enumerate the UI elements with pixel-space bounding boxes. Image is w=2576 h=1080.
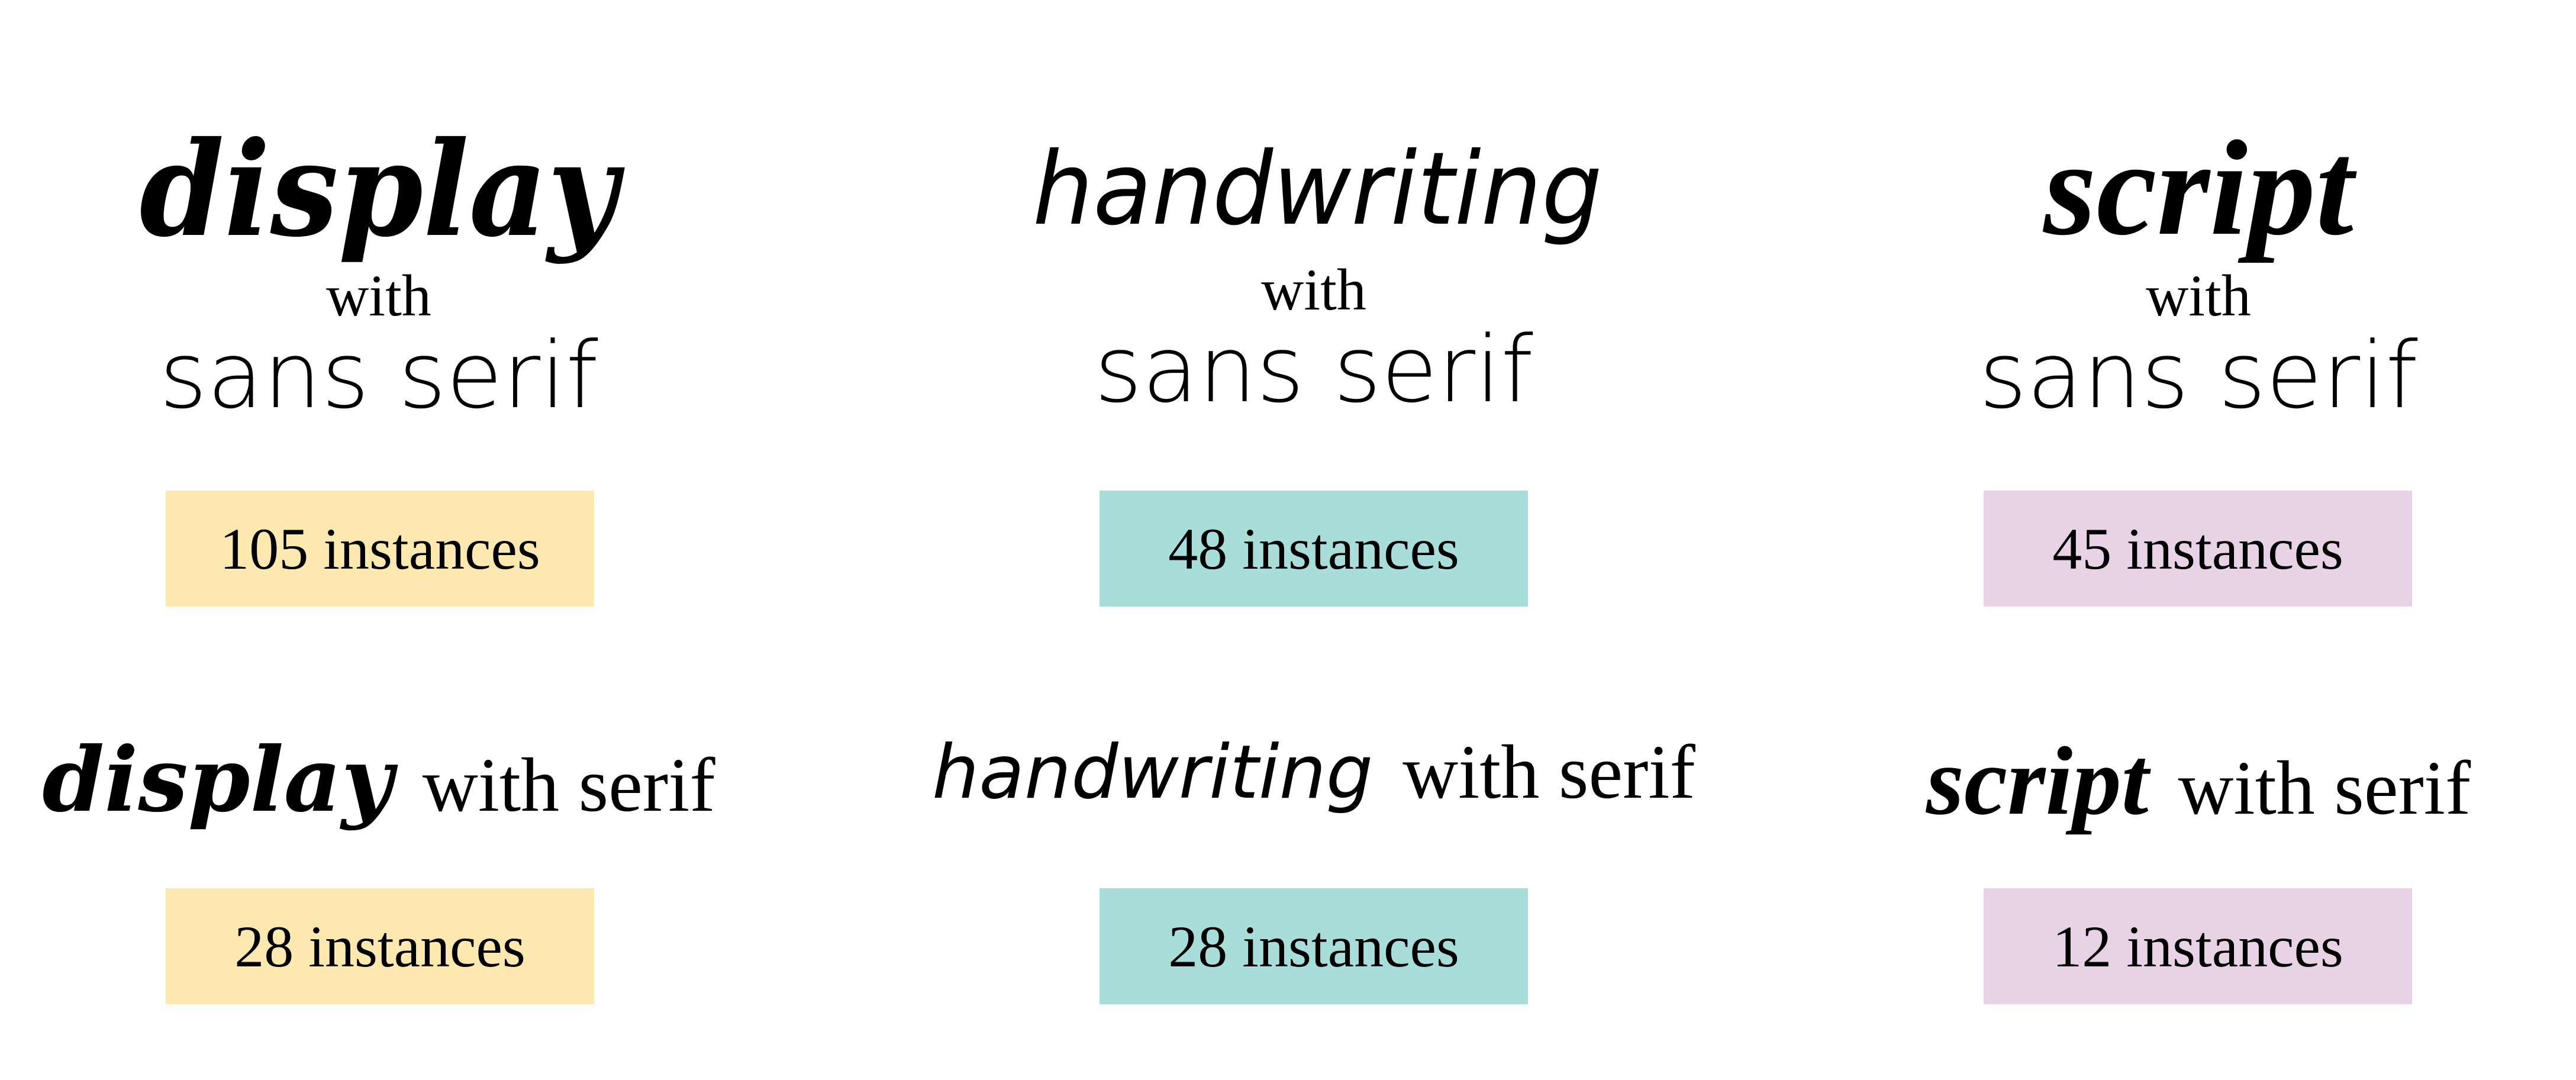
handwriting-font-title: handwriting: [1033, 131, 1603, 248]
bottom-handwriting-group: handwriting with serif: [932, 728, 1695, 817]
with-serif-label: with serif: [1403, 730, 1695, 815]
top-handwriting-group: handwriting with sans serif: [1018, 118, 1610, 420]
count-badge-handwriting-sans: 48 instances: [1100, 491, 1528, 607]
count-badge-script-sans: 45 instances: [1984, 491, 2412, 607]
script-font-title: script: [2043, 112, 2353, 263]
script-font-title-small: script: [1926, 727, 2149, 835]
count-badge-display-sans: 105 instances: [166, 491, 594, 607]
bottom-script-group: script with serif: [1903, 725, 2494, 837]
bottom-display-group: display with serif: [42, 728, 715, 832]
display-font-title: display: [139, 112, 618, 266]
with-serif-label: with serif: [2178, 746, 2471, 831]
top-display-group: display with sans serif: [83, 112, 675, 426]
with-label: with: [326, 263, 431, 328]
top-script-group: script with sans serif: [1903, 109, 2494, 426]
count-badge-display-serif: 28 instances: [166, 888, 594, 1004]
with-serif-label: with serif: [422, 743, 715, 828]
sans-serif-label: sans serif: [1979, 322, 2418, 429]
with-label: with: [1261, 257, 1366, 323]
sans-serif-label: sans serif: [159, 322, 598, 429]
sans-serif-label: sans serif: [1094, 316, 1533, 423]
handwriting-font-title-small: handwriting: [932, 730, 1374, 815]
count-badge-script-serif: 12 instances: [1984, 888, 2412, 1004]
display-font-title-small: display: [42, 728, 393, 832]
with-label: with: [2146, 263, 2251, 328]
count-badge-handwriting-serif: 28 instances: [1100, 888, 1528, 1004]
